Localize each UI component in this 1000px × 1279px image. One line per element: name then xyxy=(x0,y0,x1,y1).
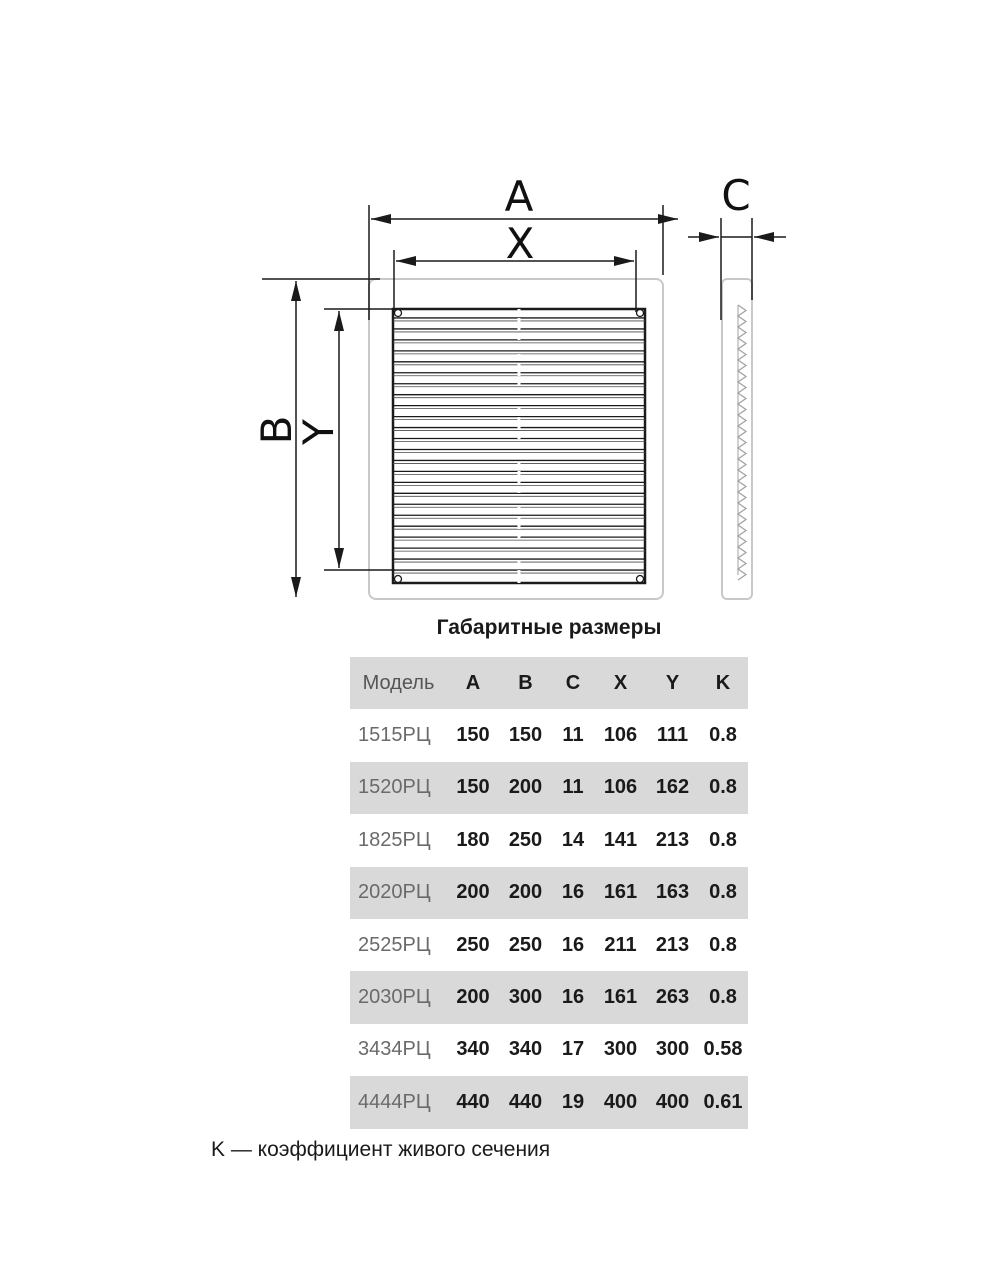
cell-a: 340 xyxy=(456,1038,490,1061)
cell-model: 1520РЦ xyxy=(350,761,447,815)
cell-c: 14 xyxy=(561,828,585,851)
cell-a: 150 xyxy=(456,724,490,747)
cell-x: 300 xyxy=(603,1038,638,1061)
cell-y: 111 xyxy=(656,724,689,747)
grille-outer-frame xyxy=(368,278,664,600)
cell-a: 440 xyxy=(447,1076,499,1129)
cell-c: 16 xyxy=(552,971,594,1024)
header-model: Модель xyxy=(350,657,447,710)
dimension-y: Y xyxy=(294,308,395,571)
cell-a: 180 xyxy=(456,828,490,851)
cell-y: 162 xyxy=(647,761,698,815)
cell-a: 200 xyxy=(447,971,499,1024)
dimension-x-label: X xyxy=(506,219,535,268)
cell-model: 2525РЦ xyxy=(358,933,431,956)
cell-y: 163 xyxy=(647,866,698,919)
grille-louvers xyxy=(391,307,647,585)
cell-b: 150 xyxy=(508,724,543,747)
dimension-x: X xyxy=(393,219,637,312)
cell-c: 11 xyxy=(562,724,584,747)
cell-y: 400 xyxy=(647,1076,698,1129)
dimension-b: B xyxy=(252,278,380,597)
cell-c: 19 xyxy=(552,1076,594,1129)
dimension-y-label: Y xyxy=(294,419,343,446)
cell-b: 200 xyxy=(499,761,552,815)
cell-model: 1515РЦ xyxy=(358,724,431,747)
table-row: 2030РЦ 200 300 16 161 263 0.8 xyxy=(350,971,748,1024)
cell-a: 200 xyxy=(447,866,499,919)
header-y: Y xyxy=(647,657,698,710)
cell-y: 213 xyxy=(655,933,690,956)
dimensions-table: Модель A B C X Y K 1515РЦ 150 150 11 106… xyxy=(350,657,748,1129)
cell-k: 0.61 xyxy=(698,1076,748,1129)
table-row: 1520РЦ 150 200 11 106 162 0.8 xyxy=(350,761,748,815)
cell-model: 2030РЦ xyxy=(350,971,447,1024)
cell-y: 263 xyxy=(647,971,698,1024)
header-c: C xyxy=(552,657,594,710)
cell-model: 3434РЦ xyxy=(358,1038,431,1061)
grille-drawing: A X B Y C xyxy=(252,171,786,600)
header-a: A xyxy=(447,657,499,710)
cell-x: 161 xyxy=(594,866,647,919)
table-row: 2525РЦ 250 250 16 211 213 0.8 xyxy=(350,919,748,971)
cell-k: 0.8 xyxy=(709,828,737,851)
cell-x: 106 xyxy=(603,724,638,747)
cell-k: 0.8 xyxy=(709,933,737,956)
cell-b: 440 xyxy=(499,1076,552,1129)
table-row: 4444РЦ 440 440 19 400 400 0.61 xyxy=(350,1076,748,1129)
cell-y: 213 xyxy=(655,828,690,851)
cell-x: 161 xyxy=(594,971,647,1024)
cell-a: 150 xyxy=(447,761,499,815)
footnote: K — коэффициент живого сечения xyxy=(211,1138,551,1161)
cell-b: 200 xyxy=(499,866,552,919)
cell-c: 11 xyxy=(552,761,594,815)
cell-x: 106 xyxy=(594,761,647,815)
cell-b: 250 xyxy=(508,933,543,956)
cell-k: 0.8 xyxy=(709,724,737,747)
cell-x: 141 xyxy=(603,828,638,851)
cell-model: 4444РЦ xyxy=(350,1076,447,1129)
dimension-a: A xyxy=(368,172,678,320)
cell-c: 16 xyxy=(552,866,594,919)
table-row: 2020РЦ 200 200 16 161 163 0.8 xyxy=(350,866,748,919)
cell-model: 2020РЦ xyxy=(350,866,447,919)
table-row: 1515РЦ 150 150 11 106 111 0.8 xyxy=(350,709,748,761)
cell-x: 211 xyxy=(604,933,637,956)
header-x: X xyxy=(594,657,647,710)
table-row: 1825РЦ 180 250 14 141 213 0.8 xyxy=(350,814,748,866)
header-k: K xyxy=(698,657,748,710)
cell-b: 300 xyxy=(499,971,552,1024)
cell-k: 0.8 xyxy=(698,971,748,1024)
cell-x: 400 xyxy=(594,1076,647,1129)
cell-k: 0.8 xyxy=(698,761,748,815)
cell-y: 300 xyxy=(655,1038,690,1061)
table-header-row: Модель A B C X Y K xyxy=(350,657,748,710)
cell-b: 340 xyxy=(508,1038,543,1061)
cell-c: 16 xyxy=(561,933,585,956)
dimension-c-label: C xyxy=(721,171,750,220)
table-row: 3434РЦ 340 340 17 300 300 0.58 xyxy=(350,1024,748,1076)
dimension-c: C xyxy=(688,171,786,320)
cell-k: 0.58 xyxy=(703,1038,743,1061)
grille-side-profile xyxy=(721,278,753,600)
cell-model: 1825РЦ xyxy=(358,828,431,851)
cell-c: 17 xyxy=(561,1038,585,1061)
header-b: B xyxy=(499,657,552,710)
dimension-a-label: A xyxy=(505,172,534,221)
table-title: Габаритные размеры xyxy=(436,616,662,639)
dimension-b-label: B xyxy=(252,416,301,445)
cell-a: 250 xyxy=(456,933,490,956)
cell-k: 0.8 xyxy=(698,866,748,919)
cell-b: 250 xyxy=(508,828,543,851)
